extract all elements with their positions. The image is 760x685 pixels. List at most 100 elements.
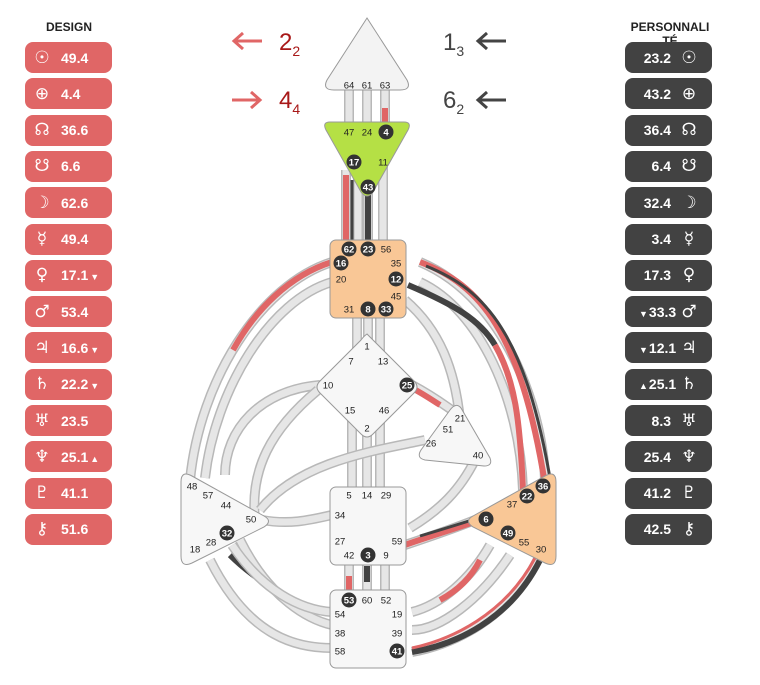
gate-3: 3 [360, 547, 376, 563]
design-row-mercury[interactable]: ☿49.4 [25, 223, 112, 255]
design-row-venus[interactable]: ♀17.1▼ [25, 259, 112, 291]
design-row-chiron[interactable]: ⚷51.6 [25, 513, 112, 545]
person-row-moon[interactable]: 32.4☽ [625, 187, 712, 219]
gate-14: 14 [362, 491, 373, 502]
design-value-text: 49.4 [61, 49, 89, 66]
gate-23: 23 [360, 241, 376, 257]
design-row-moon[interactable]: ☽62.6 [25, 187, 112, 219]
sacral-center [329, 486, 407, 566]
person-row-chiron[interactable]: 42.5⚷ [625, 513, 712, 545]
gate-43-label: 43 [363, 183, 374, 194]
gate-41-label: 41 [392, 647, 403, 658]
design-value: 51.6 [61, 521, 88, 537]
mercury-icon: ☿ [683, 229, 695, 249]
design-row-south-node[interactable]: ☋6.6 [25, 150, 112, 182]
design-row-sun[interactable]: ☉49.4 [25, 42, 112, 73]
gate-21-label: 21 [455, 414, 466, 425]
design-value: 16.6▼ [61, 340, 99, 356]
person-row-saturn[interactable]: ▲25.1♄ [625, 368, 712, 400]
person-bottom-arrow-icon [474, 85, 508, 115]
gate-56-label: 56 [381, 245, 392, 256]
person-row-sun[interactable]: 23.2☉ [625, 42, 712, 73]
gate-10-label: 10 [323, 381, 334, 392]
gate-32-label: 32 [222, 529, 233, 540]
person-value: 6.4 [639, 158, 671, 174]
gate-24: 24 [362, 128, 373, 139]
person-row-earth[interactable]: 43.2⊕ [625, 78, 712, 110]
gate-34-label: 34 [335, 511, 346, 522]
gate-18-label: 18 [190, 545, 201, 556]
active-12-22 [406, 282, 498, 347]
gate-29-label: 29 [381, 491, 392, 502]
design-row-mars[interactable]: ♂53.4 [25, 296, 112, 328]
person-row-south-node[interactable]: 6.4☋ [625, 150, 712, 182]
gate-19-label: 19 [392, 610, 403, 621]
person-row-mercury[interactable]: 3.4☿ [625, 223, 712, 255]
heart-center [418, 404, 492, 467]
gates: 1234567891011121314151617181920212223242… [187, 81, 551, 659]
gate-38: 38 [335, 629, 346, 640]
design-row-pluto[interactable]: ♇41.1 [25, 477, 112, 509]
design-row-jupiter[interactable]: ♃ 16.6▼ [25, 332, 112, 364]
gate-13: 13 [378, 357, 389, 368]
person-row-mars[interactable]: ▼33.3♂ [625, 296, 712, 328]
design-bottom-sub: 4 [292, 101, 301, 117]
jupiter-icon: ♃ [34, 337, 50, 358]
active-35-36-p [425, 264, 553, 485]
design-value-text: 6.6 [61, 158, 81, 175]
person-value: ▲25.1 [639, 376, 676, 392]
person-row-venus[interactable]: 17.3♀ [625, 259, 712, 291]
design-row-earth[interactable]: ⊕4.4 [25, 78, 112, 110]
moon-icon: ☽ [34, 192, 50, 213]
gate-10: 10 [323, 381, 334, 392]
gate-3-marker [360, 547, 376, 563]
gate-12: 12 [388, 271, 404, 287]
design-row-saturn[interactable]: ♄22.2▼ [25, 368, 112, 400]
channel-10-57 [221, 381, 321, 476]
gate-2: 2 [364, 424, 369, 435]
gate-54-label: 54 [335, 610, 346, 621]
channel-18-58 [206, 558, 333, 652]
gate-20-label: 20 [336, 275, 347, 286]
gate-33-marker [378, 301, 394, 317]
gate-51-label: 51 [443, 425, 454, 436]
gate-61-label: 61 [362, 81, 373, 92]
person-value-text: 42.5 [643, 521, 671, 538]
gate-26-label: 26 [426, 439, 437, 450]
gate-44: 44 [221, 501, 232, 512]
gate-57-label: 57 [203, 491, 214, 502]
gate-61: 61 [362, 81, 373, 92]
person-row-north-node[interactable]: 36.4☊ [625, 114, 712, 146]
gate-63: 63 [380, 81, 391, 92]
gate-49-label: 49 [503, 529, 514, 540]
person-bottom-num: 6 [443, 87, 457, 114]
neptune-icon: ♆ [34, 446, 50, 467]
uranus-icon: ♅ [681, 410, 697, 431]
gate-16-marker [333, 255, 349, 271]
exalted-icon: ▲ [90, 453, 100, 464]
design-value: 36.6 [61, 122, 88, 138]
gate-46-label: 46 [379, 406, 390, 417]
gate-30: 30 [536, 545, 547, 556]
design-row-north-node[interactable]: ☊36.6 [25, 114, 112, 146]
detriment-icon: ▼ [639, 344, 648, 355]
person-value: 25.4 [639, 449, 671, 465]
person-value: 8.3 [639, 413, 671, 429]
design-bottom-variable: 44 [279, 87, 301, 117]
design-row-uranus[interactable]: ♅23.5 [25, 405, 112, 436]
person-row-uranus[interactable]: 8.3 ♅ [625, 405, 712, 436]
gate-13-label: 13 [378, 357, 389, 368]
design-value-text: 49.4 [61, 231, 89, 247]
design-row-neptune[interactable]: ♆25.1▲ [25, 441, 112, 473]
gate-30-label: 30 [536, 545, 547, 556]
pluto-icon: ♇ [681, 483, 697, 504]
gate-23-marker [360, 241, 376, 257]
channels [185, 90, 553, 657]
person-row-pluto[interactable]: 41.2♇ [625, 477, 712, 509]
person-row-neptune[interactable]: 25.4♆ [625, 441, 712, 473]
gate-25: 25 [399, 377, 415, 393]
root-center [329, 589, 407, 669]
head-center [325, 17, 409, 91]
active-12-22-d [492, 343, 526, 491]
person-row-jupiter[interactable]: ▼12.1♃ [625, 332, 712, 364]
